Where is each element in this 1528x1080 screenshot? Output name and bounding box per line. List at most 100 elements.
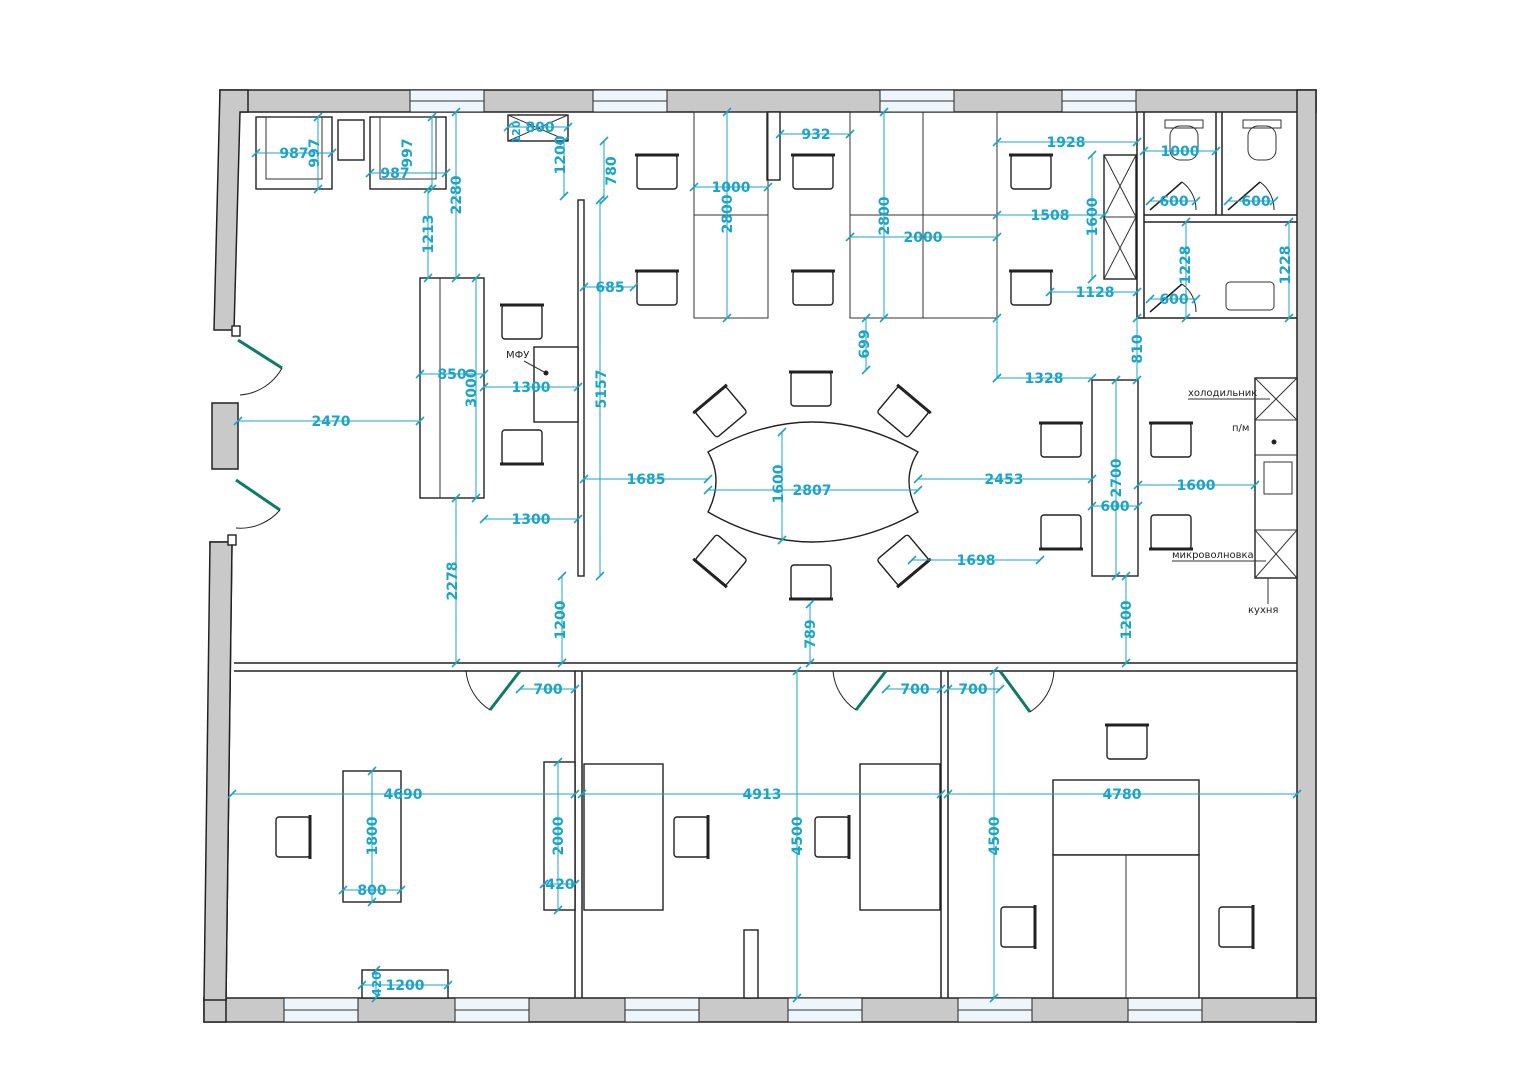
dimension-tick [1133, 501, 1143, 511]
dimension-tick [1111, 375, 1121, 385]
chair [692, 534, 747, 589]
dimension-tick [1045, 287, 1055, 297]
dimension-tick [559, 191, 569, 201]
dimension-tick [913, 474, 923, 484]
dimension-tick [995, 684, 1005, 694]
dimension-tick [427, 112, 437, 122]
dim-3000: 3000 [464, 368, 480, 407]
dim-1200-r: 1200 [1119, 600, 1135, 639]
dimension-tick [579, 282, 589, 292]
dim-699: 699 [857, 329, 873, 358]
dim-1000-top: 1000 [712, 180, 751, 196]
dimension-tick [992, 137, 1002, 147]
chair [877, 383, 932, 438]
dimension-tick [573, 514, 583, 524]
dimension-tick [338, 885, 348, 895]
dimension-tick [553, 905, 563, 915]
dim-600-wc1: 600 [1159, 194, 1188, 210]
dimension-tick [992, 313, 1002, 323]
dimension-tick [1139, 146, 1149, 156]
dim-987b: 987 [380, 166, 409, 182]
dim-685: 685 [595, 280, 624, 296]
dim-1600-v: 1600 [1085, 197, 1101, 236]
chair [500, 429, 544, 466]
dimension-tick [557, 658, 567, 668]
dimension-tick [1099, 210, 1109, 220]
label-fridge: холодильник [1188, 388, 1257, 399]
dim-1228-b: 1228 [1278, 246, 1294, 285]
dimension-tick [1132, 375, 1142, 385]
toilet-2 [1247, 125, 1277, 161]
dim-810: 810 [1130, 334, 1146, 363]
dim-2700: 2700 [1109, 458, 1125, 497]
dimension-tick [722, 313, 732, 323]
chair [814, 815, 851, 859]
dimension-tick [503, 122, 513, 132]
dimension-tick [415, 416, 425, 426]
entrance-door-lower [235, 478, 281, 512]
dim-1213: 1213 [421, 215, 437, 254]
dim-700-b: 700 [900, 682, 929, 698]
dimension-tick [451, 107, 461, 117]
dimension-labels: 987 987 997 997 120 800 1200 780 2280 12… [279, 120, 1294, 997]
dimension-tick [599, 195, 609, 205]
dimension-tick [367, 897, 377, 907]
chair [791, 153, 835, 190]
dimension-tick [861, 313, 871, 323]
dimension-tick [313, 184, 323, 194]
dimension-tick [1111, 571, 1121, 581]
dim-4500-b: 4500 [987, 816, 1003, 855]
dimension-tick [1181, 217, 1191, 227]
dimension-tick [936, 789, 946, 799]
chair [1000, 905, 1037, 949]
dim-2807: 2807 [793, 483, 832, 499]
dimension-tick [1191, 294, 1201, 304]
dim-1800: 1800 [365, 816, 381, 855]
chair [1039, 421, 1083, 458]
dimension-tick [1284, 217, 1294, 227]
chair [692, 383, 747, 438]
chairs [275, 153, 1255, 949]
dimension-tick [992, 232, 1002, 242]
dim-120: 120 [510, 120, 523, 143]
dimension-tick [471, 493, 481, 503]
dimension-tick [845, 232, 855, 242]
dimension-tick [553, 757, 563, 767]
dimension-tick [1145, 196, 1155, 206]
dimension-tick [443, 980, 453, 990]
furniture [255, 111, 1298, 999]
dimension-tick [365, 168, 375, 178]
dimension-tick [907, 555, 917, 565]
dimension-ticks [227, 107, 1302, 1003]
dim-1128: 1128 [1076, 285, 1115, 301]
dimension-tick [367, 766, 377, 776]
dimension-tick [233, 416, 243, 426]
dimension-tick [451, 493, 461, 503]
dimension-tick [479, 514, 489, 524]
dimension-tick [1087, 501, 1097, 511]
chair [1218, 905, 1255, 949]
chair [275, 815, 312, 859]
chair [791, 269, 835, 306]
dim-789: 789 [803, 619, 819, 648]
dimension-tick [515, 684, 525, 694]
dim-1698: 1698 [957, 553, 996, 569]
chair [877, 534, 932, 589]
dimension-tick [539, 879, 549, 889]
dimension-tick [1132, 137, 1142, 147]
dim-997a: 997 [307, 138, 323, 167]
dimension-tick [1087, 373, 1097, 383]
dimension-tick [689, 182, 699, 192]
long-table [1091, 379, 1139, 577]
dim-987a: 987 [279, 146, 308, 162]
chair [1149, 514, 1193, 551]
dim-1928: 1928 [1047, 135, 1086, 151]
dimension-tick [563, 122, 573, 132]
dimension-tick [557, 571, 567, 581]
reception-desk [419, 277, 485, 499]
dimension-tick [775, 129, 785, 139]
dimension-tick [913, 485, 923, 495]
dim-850: 850 [437, 367, 466, 383]
dimension-tick [1181, 313, 1191, 323]
chair [1009, 153, 1053, 190]
